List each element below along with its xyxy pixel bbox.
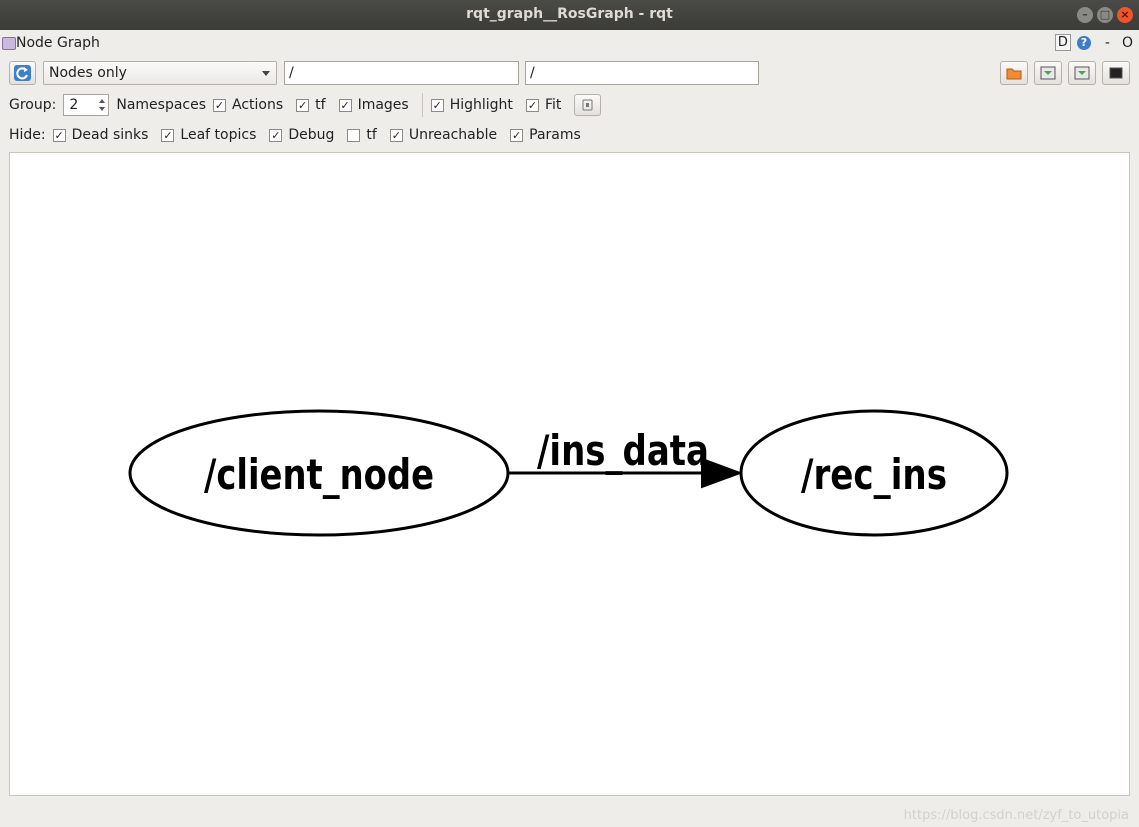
images-label: Images bbox=[357, 97, 409, 113]
leaf-topics-checkbox[interactable]: ✓ Leaf topics bbox=[161, 127, 256, 143]
check-icon: ✓ bbox=[213, 98, 227, 112]
leaf-topics-label: Leaf topics bbox=[180, 127, 257, 143]
window-title: rqt_graph__RosGraph - rqt bbox=[466, 6, 673, 22]
dead-sinks-checkbox[interactable]: ✓ Dead sinks bbox=[52, 127, 149, 143]
node-graph-plugin-icon bbox=[2, 37, 16, 50]
fit-checkbox[interactable]: ✓ Fit bbox=[525, 97, 562, 113]
tf-checkbox[interactable]: ✓ tf bbox=[296, 97, 326, 113]
debug-label: Debug bbox=[288, 127, 335, 143]
graph-node-label: /client_node bbox=[204, 450, 434, 499]
dock-button[interactable]: D bbox=[1054, 34, 1071, 51]
refresh-button[interactable] bbox=[9, 61, 36, 85]
save-icon bbox=[1040, 66, 1056, 80]
unreachable-checkbox[interactable]: ✓ Unreachable bbox=[389, 127, 498, 143]
graph-canvas[interactable]: /client_node /ins_data /rec_ins bbox=[9, 152, 1130, 796]
graph-mode-select[interactable]: Nodes only bbox=[43, 61, 277, 85]
spin-down-icon[interactable] bbox=[99, 107, 106, 111]
actions-checkbox[interactable]: ✓ Actions bbox=[213, 97, 283, 113]
save-image-button[interactable] bbox=[1102, 61, 1130, 85]
graph-node-rec-ins[interactable]: /rec_ins bbox=[739, 409, 1009, 537]
unchecked-box-icon bbox=[347, 128, 361, 142]
check-icon: ✓ bbox=[296, 98, 310, 112]
params-checkbox[interactable]: ✓ Params bbox=[510, 127, 581, 143]
debug-checkbox[interactable]: ✓ Debug bbox=[269, 127, 334, 143]
save-image-icon bbox=[1074, 66, 1090, 80]
plugin-header: Node Graph D ? - O bbox=[0, 30, 1139, 56]
hide-label: Hide: bbox=[9, 127, 46, 143]
fit-in-view-button[interactable] bbox=[574, 94, 602, 116]
plugin-close-button[interactable]: O bbox=[1121, 34, 1133, 51]
highlight-checkbox[interactable]: ✓ Highlight bbox=[430, 97, 513, 113]
images-checkbox[interactable]: ✓ Images bbox=[338, 97, 409, 113]
actions-label: Actions bbox=[232, 97, 284, 113]
graph-node-label: /rec_ins bbox=[801, 450, 947, 499]
maximize-window-button[interactable]: □ bbox=[1097, 7, 1113, 23]
chevron-down-icon bbox=[262, 71, 270, 76]
graph-svg: /client_node /ins_data /rec_ins bbox=[128, 409, 1009, 537]
refresh-icon bbox=[14, 65, 31, 81]
unreachable-label: Unreachable bbox=[408, 127, 498, 143]
fit-in-view-icon bbox=[582, 99, 593, 111]
group-spinbox[interactable]: 2 bbox=[63, 94, 110, 116]
namespaces-label: Namespaces bbox=[116, 97, 207, 113]
dead-sinks-label: Dead sinks bbox=[71, 127, 149, 143]
arrowhead-icon bbox=[701, 457, 743, 489]
hide-row: Hide: ✓ Dead sinks ✓ Leaf topics ✓ Debug tf… bbox=[9, 124, 594, 146]
plugin-title: Node Graph bbox=[16, 35, 100, 51]
check-icon: ✓ bbox=[161, 128, 175, 142]
screen-icon bbox=[1109, 67, 1123, 79]
fit-label: Fit bbox=[544, 97, 562, 113]
group-value: 2 bbox=[69, 97, 79, 113]
minimize-window-button[interactable]: – bbox=[1077, 7, 1093, 23]
folder-icon bbox=[1006, 68, 1022, 80]
highlight-label: Highlight bbox=[449, 97, 513, 113]
check-icon: ✓ bbox=[269, 128, 283, 142]
graph-mode-value: Nodes only bbox=[49, 65, 127, 81]
options-row: Group: 2 Namespaces ✓ Actions ✓ tf ✓ Images… bbox=[9, 93, 602, 117]
close-window-button[interactable]: × bbox=[1117, 7, 1133, 23]
watermark: https://blog.csdn.net/zyf_to_utopia bbox=[903, 808, 1129, 823]
check-icon: ✓ bbox=[510, 128, 524, 142]
tf-label: tf bbox=[315, 97, 326, 113]
help-icon[interactable]: ? bbox=[1076, 35, 1091, 50]
check-icon: ✓ bbox=[430, 98, 444, 112]
window-titlebar[interactable]: rqt_graph__RosGraph - rqt – □ × bbox=[0, 0, 1139, 30]
node-filter-input[interactable]: / bbox=[284, 61, 519, 85]
params-label: Params bbox=[529, 127, 581, 143]
graph-node-client[interactable]: /client_node bbox=[128, 409, 510, 537]
save-svg-button[interactable] bbox=[1068, 61, 1096, 85]
check-icon: ✓ bbox=[52, 128, 66, 142]
hide-tf-checkbox[interactable]: tf bbox=[347, 127, 377, 143]
options-divider bbox=[421, 93, 423, 117]
check-icon: ✓ bbox=[389, 128, 403, 142]
plugin-minimize-button[interactable]: - bbox=[1104, 34, 1110, 51]
topic-filter-input[interactable]: / bbox=[525, 61, 759, 85]
group-label: Group: bbox=[9, 97, 57, 113]
spin-up-icon[interactable] bbox=[99, 99, 106, 103]
load-dot-button[interactable] bbox=[1000, 61, 1028, 85]
check-icon: ✓ bbox=[525, 98, 539, 112]
graph-edge-label: /ins_data bbox=[537, 426, 709, 475]
graph-edge-ins-data[interactable]: /ins_data bbox=[508, 426, 743, 489]
check-icon: ✓ bbox=[338, 98, 352, 112]
save-dot-button[interactable] bbox=[1034, 61, 1062, 85]
hide-tf-label: tf bbox=[366, 127, 377, 143]
